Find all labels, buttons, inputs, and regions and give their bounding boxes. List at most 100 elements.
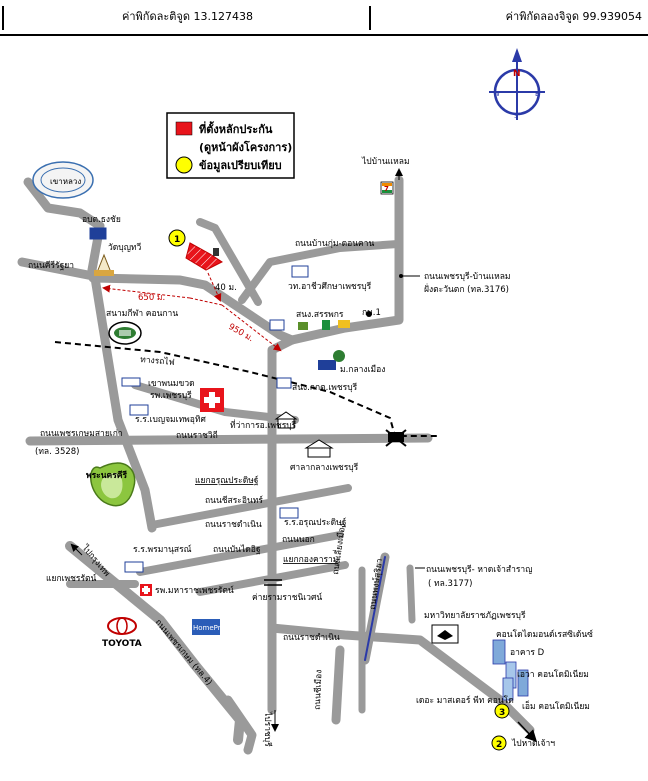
label-phra-nakhon-khiri: พระนครคีรี [86, 470, 127, 481]
road-hat-chao [267, 623, 535, 735]
phra-nakhon-khiri-icon [90, 462, 136, 507]
label-to-ratchaburi: ไปราชบุรี [262, 711, 273, 747]
coord-divider [369, 6, 371, 30]
label-road-tarasu: ถนนราชดำเนิน [283, 633, 340, 643]
building-icon [89, 227, 309, 573]
label-wat-bunthawi: วัดบุญทวี [108, 242, 142, 253]
road-hospital [131, 381, 299, 424]
label-hospital-maharat: รพ.มหาราชเพชรรัตน์ [155, 585, 234, 596]
label-klang-mueang: ม.กลางเมือง [340, 364, 385, 375]
road-network [17, 175, 535, 755]
condo-buildings-icon [492, 639, 529, 701]
label-road-ban-kum: ถนนบ้านกุ่ม-ดอนคาน [295, 238, 374, 249]
label-rajabhat: มหาวิทยาลัยราชภัฏเพชรบุรี [424, 610, 526, 621]
homepro-logo [192, 619, 220, 635]
label-junction-arun: แยกอรุณประดิษฐ์ [195, 475, 259, 486]
label-railway: ทางรถไฟ [140, 354, 175, 368]
coord-divider [2, 6, 4, 30]
legend-item1-line2: (ดูหน้าผังโครงการ) [199, 140, 292, 155]
label-junction-kong: แยกกองคาราม [283, 555, 338, 565]
road-central-vertical [267, 335, 297, 715]
label-to-hat-chao: ไปหาดเจ้าฯ [511, 738, 555, 749]
label-road-ratwithi: ถนนราชวิถี [176, 430, 218, 441]
road-bypass-a [331, 645, 345, 725]
road-highway-4 [65, 541, 245, 745]
label-to-ban-laem: ไปบ้านแหลม [361, 156, 410, 167]
svg-text:3: 3 [499, 708, 505, 718]
label-road-sethi: ถนนชีเมือง [312, 669, 324, 710]
label-road-kasem-code: (ทล. 3528) [35, 447, 79, 457]
compass-west-label: W [493, 90, 500, 98]
seven-eleven-icon: 7 [380, 181, 394, 195]
court-icon [304, 439, 334, 458]
label-district-office: ที่ว่าการอ.เพชรบุรี [230, 419, 297, 431]
wat-bunthawi-icon [94, 253, 114, 276]
road-khiri-rathaya [17, 257, 98, 281]
label-school-benja: ร.ร.เบญจมเทพอุทิศ [135, 415, 206, 425]
label-office-sarapakorn: สนง.สรรพกร [296, 310, 344, 320]
legend-collateral-swatch [175, 121, 193, 136]
compare-marker-3: 3 [494, 703, 510, 719]
road-phetsarin [148, 484, 352, 529]
label-school-arun: ร.ร.อรุณประดิษฐ์ [284, 517, 347, 528]
district-office-icon [274, 411, 298, 429]
label-junction-phetcharat: แยกเพชรรัตน์ [46, 573, 97, 584]
label-road-hat-chao-1: ถนนเพชรบุรี- หาดเจ้าสำราญ [426, 564, 532, 575]
road-highway-4-branch [223, 695, 257, 755]
khao-luang-icon [32, 161, 94, 199]
label-camp: ค่ายรามราชนิเวศน์ [252, 592, 322, 603]
legend-item1-line1: ที่ตั้งหลักประกัน [199, 121, 273, 136]
sarapakorn-icons [298, 320, 350, 330]
compass-icon [489, 48, 545, 120]
label-stadium: สนามกีฬา คอนกาน [106, 308, 178, 319]
compare-marker-1: 1 [168, 229, 186, 247]
svg-text:2: 2 [496, 740, 502, 750]
road-ban-kum [238, 240, 402, 304]
bypass-highway [360, 552, 390, 665]
road-small-branch [196, 218, 262, 306]
road-bandai-it [136, 531, 344, 576]
label-condo-3: เดอะ มาสเตอร์ พีท คอนโด [416, 695, 514, 706]
label-hospital-petch: รพ.เพชรบุรี [150, 390, 192, 401]
label-condo-4: เอ็ม คอนโดมิเนียม [522, 700, 590, 712]
compare-marker-2: 2 [491, 735, 507, 751]
svg-text:1: 1 [174, 235, 180, 245]
label-road-damnoen: ถนนราชดำเนิน [205, 520, 262, 530]
label-toyota: TOYOTA [102, 639, 142, 649]
compass-north-label: N [513, 69, 521, 79]
toyota-logo [107, 617, 137, 635]
hospital-cross-icon [200, 388, 224, 412]
label-college: วท.อาชีวศึกษาเพชรบุรี [288, 281, 372, 292]
label-khao-phanom: เขาพนมขวด [148, 379, 195, 389]
label-dist-40: 40 ม. [215, 283, 237, 293]
rajabhat-icon [431, 624, 459, 644]
label-condo-1: คอนโดไดมอนด์เรสซิเด้นซ์ [496, 629, 593, 640]
svg-text:7: 7 [384, 185, 389, 193]
label-road-hat-chao-2: ( ทล.3177) [428, 579, 472, 589]
maharat-hospital-icon [140, 584, 152, 596]
label-obt-thongchai: อบต.ธงชัย [82, 215, 121, 225]
label-road-kasem: ถนนเพชรเกษมสายเก่า [40, 429, 123, 439]
km1-marker [366, 311, 372, 317]
label-dist-650: 650 ม. [138, 293, 165, 303]
stadium-icon [108, 321, 142, 345]
label-km1: กม.1 [362, 308, 381, 318]
road-east-west-upper [88, 273, 297, 345]
road-old-phetkasem [25, 433, 433, 446]
road-west-vertical [90, 273, 157, 533]
label-homepro: HomePro [193, 624, 225, 632]
label-road-phetsarin: ถนนชีสระอินทร์ [205, 495, 263, 506]
arrow-to-hat-chao [517, 721, 538, 743]
coordinates-bar: ค่าพิกัดละติจูด 13.127438 ค่าพิกัดลองจิจ… [0, 0, 648, 36]
label-condo-2: เอวา คอนโดมิเนียม [517, 669, 589, 680]
label-building-d: อาคาร D [510, 648, 545, 658]
legend-box [166, 112, 295, 179]
label-road-ban-laem-1: ถนนเพชรบุรี-บ้านแหลม [424, 271, 511, 282]
distance-arrows [102, 272, 282, 352]
compass-east-label: E [535, 90, 539, 98]
compass-south-label: S [514, 112, 519, 120]
klang-mueang-icon [318, 350, 345, 370]
label-road-khiri: ถนนคีรีรัฐยา [28, 260, 74, 271]
